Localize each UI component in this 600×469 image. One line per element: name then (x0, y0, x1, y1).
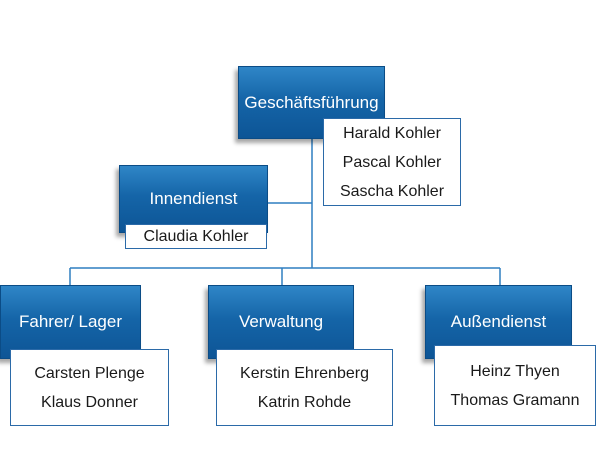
node-title: Fahrer/ Lager (19, 312, 122, 331)
member-name: Carsten Plenge (34, 364, 145, 382)
names-box-aussendienst: Heinz Thyen Thomas Gramann (434, 345, 596, 426)
member-name: Claudia Kohler (143, 228, 249, 245)
node-title: Geschäftsführung (244, 92, 379, 112)
member-name: Kerstin Ehrenberg (240, 364, 369, 382)
names-box-innendienst: Claudia Kohler (125, 224, 267, 249)
member-name: Sascha Kohler (339, 182, 445, 200)
member-name: Pascal Kohler (342, 153, 442, 171)
node-innendienst: Innendienst (119, 165, 268, 233)
names-box-fahrer-lager: Carsten Plenge Klaus Donner (10, 349, 169, 426)
node-title: Außendienst (450, 312, 547, 331)
names-box-geschaeftsfuehrung: Harald Kohler Pascal Kohler Sascha Kohle… (323, 118, 461, 206)
member-name: Heinz Thyen (470, 362, 560, 380)
member-name: Thomas Gramann (450, 391, 580, 409)
node-verwaltung: Verwaltung (208, 285, 354, 359)
member-name: Harald Kohler (343, 124, 441, 142)
member-name: Katrin Rohde (257, 393, 352, 411)
node-title: Verwaltung (238, 312, 324, 331)
node-fahrer-lager: Fahrer/ Lager (0, 285, 141, 359)
member-name: Klaus Donner (41, 393, 138, 411)
node-title: Innendienst (149, 189, 238, 208)
names-box-verwaltung: Kerstin Ehrenberg Katrin Rohde (216, 349, 393, 426)
